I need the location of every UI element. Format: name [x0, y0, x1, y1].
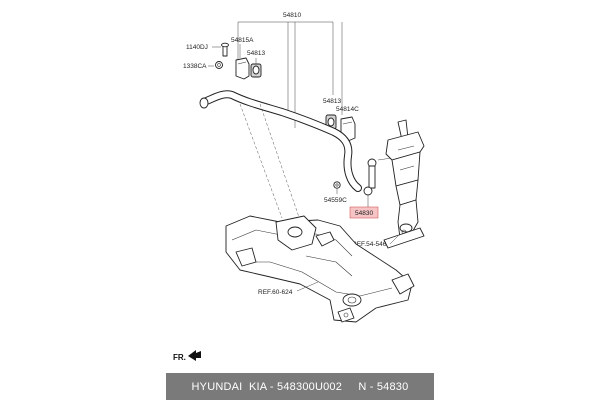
connection-dash-left [239, 103, 283, 219]
subframe-crossmember [225, 215, 415, 323]
label-stabilizer-bar-assy: 54810 [283, 12, 301, 19]
label-bushing-right: 54813 [323, 98, 341, 105]
label-bracket-c: 54814C [336, 106, 359, 113]
label-bushing-left: 54813 [247, 50, 265, 57]
nut-54559c [333, 181, 341, 194]
ref-subframe: REF.60-624 [258, 289, 293, 296]
arrow-icon [188, 350, 201, 361]
front-direction-indicator: FR. [173, 350, 201, 362]
front-direction-label: FR. [173, 353, 186, 362]
label-nut-link: 54559C [324, 197, 347, 204]
highlight-link-label: 54830 [349, 195, 379, 219]
stabilizer-link-54830 [363, 157, 393, 196]
label-bracket-a: 54815A [231, 37, 254, 44]
nut-1338ca [208, 61, 223, 69]
bushing-54813-left [250, 58, 262, 78]
label-nut-top: 1338CA [183, 63, 207, 70]
strut-assembly [383, 119, 425, 249]
ref-strut-leader [389, 235, 399, 245]
stabilizer-bar [199, 90, 362, 192]
bolt-1140dj [212, 42, 229, 57]
stabilizer-assembly-leaders [237, 21, 343, 128]
caption-text: HYUNDAI KIA - 548300U002 N - 54830 [191, 380, 409, 393]
ref-subframe-leader [296, 281, 319, 292]
ref-strut: REF.54-546 [352, 241, 387, 248]
part-number-caption: HYUNDAI KIA - 548300U002 N - 54830 [166, 373, 434, 400]
label-bolt-top: 1140DJ [186, 44, 208, 51]
bracket-54815a [235, 44, 250, 80]
exploded-parts-diagram: 54810 1140DJ 1338CA 54815A 54813 54813 [173, 12, 425, 362]
label-link: 54830 [355, 210, 373, 217]
connection-dash-right [259, 103, 301, 221]
bushing-54813-right [325, 114, 337, 130]
